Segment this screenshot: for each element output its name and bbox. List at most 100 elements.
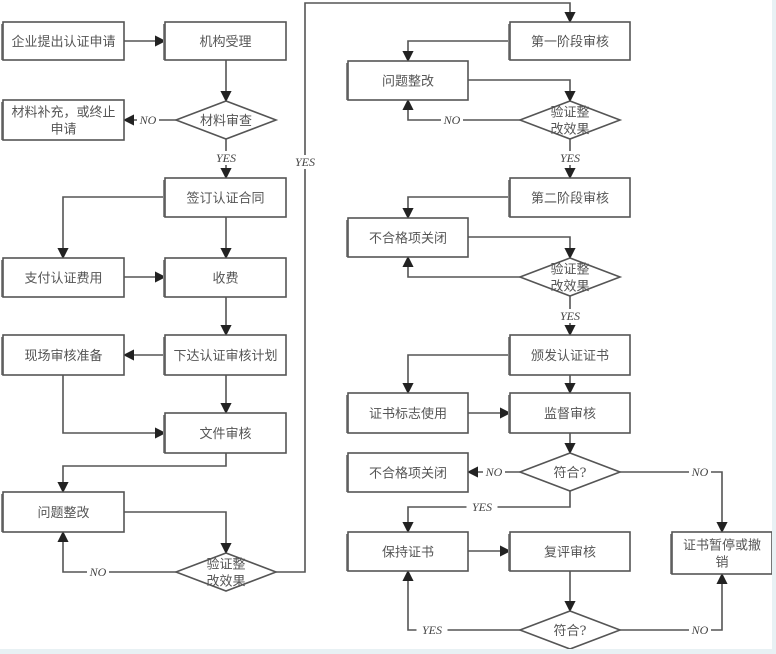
edge-n12-to-n13 — [276, 2, 576, 573]
node-label: 改效果 — [550, 280, 589, 295]
node-label: 验证整 — [550, 262, 589, 278]
node-label: 文件审核 — [199, 427, 251, 442]
process-node-n24: 保持证书 — [346, 531, 469, 572]
edge-label-bg — [554, 309, 586, 323]
process-node-n6: 支付认证费用 — [1, 257, 125, 298]
process-node-n8: 下达认证审核计划 — [163, 334, 287, 376]
edge-label-bg — [210, 151, 242, 165]
edge-n18-to-n17 — [402, 255, 520, 278]
process-node-n2: 机构受理 — [163, 21, 287, 61]
process-box — [347, 392, 469, 434]
process-box — [347, 531, 469, 572]
edge-label-yes: YES — [295, 155, 315, 169]
process-box — [671, 531, 773, 575]
edge-n14-to-n15 — [468, 79, 576, 103]
decision-node-n3: 材料审查 — [173, 100, 279, 140]
process-node-n9: 现场审核准备 — [1, 334, 125, 376]
process-node-n1: 企业提出认证申请 — [1, 21, 125, 61]
edge-label-bg — [466, 500, 498, 514]
edge-label-no: NO — [485, 465, 503, 479]
process-box — [347, 217, 469, 258]
process-node-n21: 监督审核 — [508, 392, 631, 434]
edge-n27-to-n26 — [620, 572, 728, 631]
frame-border-bottom — [0, 649, 776, 654]
decision-diamond — [173, 552, 279, 592]
node-label: 改效果 — [550, 123, 589, 138]
edge-label-yes: YES — [560, 309, 580, 323]
node-label: 机构受理 — [199, 35, 251, 50]
edge-label-yes: YES — [560, 151, 580, 165]
decision-diamond — [517, 100, 623, 140]
node-label: 现场审核准备 — [24, 348, 102, 364]
edge-label-bg — [554, 151, 586, 165]
process-box — [164, 177, 287, 218]
process-node-n23: 不合格项关闭 — [346, 452, 469, 493]
edge-label-no: NO — [139, 113, 157, 127]
node-label: 支付认证费用 — [24, 272, 102, 287]
edge-label-bg — [416, 623, 448, 637]
edge-label-bg — [87, 565, 109, 579]
node-label: 复评审核 — [544, 546, 596, 561]
node-label: 符合? — [554, 465, 587, 481]
node-label: 证书暂停或撤 — [683, 538, 761, 554]
edge-n11-to-n12 — [124, 511, 232, 555]
process-box — [164, 334, 287, 376]
process-box — [509, 334, 631, 376]
decision-diamond — [517, 257, 623, 297]
edge-n12-to-n11 — [57, 530, 176, 573]
edge-label-no: NO — [443, 113, 461, 127]
edge-n17-to-n18 — [468, 236, 576, 260]
edge-n22-to-n26 — [620, 471, 728, 534]
process-node-n11: 问题整改 — [1, 491, 125, 533]
decision-node-n22: 符合? — [517, 452, 623, 492]
node-label: 签订认证合同 — [186, 191, 264, 207]
node-label: 验证整 — [550, 105, 589, 121]
node-label: 材料审查 — [200, 114, 252, 129]
edge-n9-to-n10 — [62, 375, 167, 439]
edge-label-yes: YES — [216, 151, 236, 165]
node-label: 颁发认证证书 — [531, 348, 609, 364]
node-label: 不合格项关闭 — [369, 466, 447, 482]
edge-label-bg — [137, 113, 159, 127]
process-node-n16: 第二阶段审核 — [508, 177, 631, 218]
edge-label-yes: YES — [472, 500, 492, 514]
edge-n27-to-n24 — [402, 569, 520, 631]
node-label: 销 — [715, 556, 728, 571]
edge-n19-to-n20 — [402, 354, 510, 395]
node-label: 改效果 — [206, 575, 245, 590]
edge-label-no: NO — [691, 465, 709, 479]
edge-n16-to-n17 — [402, 196, 510, 220]
node-label: 企业提出认证申请 — [11, 34, 115, 50]
process-box — [2, 257, 125, 298]
process-box — [164, 257, 287, 298]
node-label: 问题整改 — [37, 506, 89, 521]
process-box — [347, 452, 469, 493]
process-box — [509, 21, 631, 61]
process-box — [347, 60, 469, 101]
decision-node-n27: 符合? — [517, 610, 623, 650]
process-node-n7: 收费 — [163, 257, 287, 298]
process-node-n17: 不合格项关闭 — [346, 217, 469, 258]
node-label: 不合格项关闭 — [369, 231, 447, 247]
process-node-n10: 文件审核 — [163, 412, 287, 454]
edge-label-no: NO — [89, 565, 107, 579]
process-node-n13: 第一阶段审核 — [508, 21, 631, 61]
edge-n5-to-n6 — [57, 196, 165, 260]
process-box — [2, 334, 125, 376]
process-box — [164, 21, 287, 61]
node-label: 保持证书 — [382, 546, 434, 561]
decision-diamond — [517, 452, 623, 492]
node-label: 第一阶段审核 — [531, 35, 609, 50]
edge-n10-to-n11 — [57, 453, 227, 494]
node-label: 验证整 — [206, 557, 245, 573]
process-node-n5: 签订认证合同 — [163, 177, 287, 218]
node-label: 证书标志使用 — [369, 406, 447, 422]
